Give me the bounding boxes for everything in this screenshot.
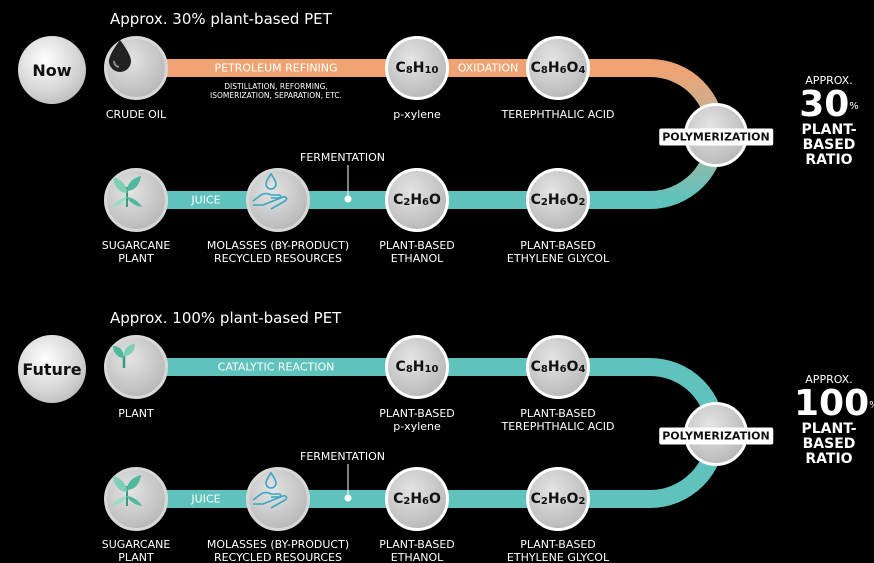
node-caption: PLANT-BASED <box>379 538 455 551</box>
ratio-label: BASED <box>802 436 856 452</box>
node-caption: PLANT-BASED <box>379 407 455 420</box>
sugarcane-caption: PLANT <box>118 252 154 265</box>
node-caption: ETHYLENE GLYCOL <box>506 252 610 265</box>
node-caption: ETHYLENE GLYCOL <box>506 551 610 563</box>
molasses-caption: MOLASSES (BY-PRODUCT) <box>206 239 350 252</box>
ratio-label: RATIO <box>805 451 853 467</box>
source-caption: PLANT <box>118 407 154 420</box>
node-caption: PLANT-BASED <box>379 239 455 252</box>
polymerization-label: POLYMERIZATION <box>659 427 773 445</box>
stage-badge: Future <box>18 335 86 403</box>
node-caption: PLANT-BASED <box>520 538 596 551</box>
sugarcane-caption: SUGARCANE <box>101 239 171 252</box>
molasses-caption: RECYCLED RESOURCES <box>214 252 342 265</box>
fermentation-label: FERMENTATION <box>300 450 385 463</box>
sprout-icon <box>104 168 168 232</box>
hand-drop-icon <box>246 467 310 531</box>
top-band-label: CATALYTIC REACTION <box>217 360 335 374</box>
ratio-label: RATIO <box>805 152 853 168</box>
top-band-sublabel: DISTILLATION, REFORMING, <box>224 82 328 91</box>
sugarcane-caption: PLANT <box>118 551 154 563</box>
node-caption: p-xylene <box>393 108 441 121</box>
oxidation-label: OXIDATION <box>457 61 519 75</box>
ratio-label: BASED <box>802 137 856 153</box>
node-caption: p-xylene <box>393 420 441 433</box>
stage-badge: Now <box>18 36 86 104</box>
molasses-caption: MOLASSES (BY-PRODUCT) <box>206 538 350 551</box>
node-caption: ETHANOL <box>390 252 444 265</box>
sprout-icon <box>104 335 168 399</box>
juice-label: JUICE <box>191 492 221 506</box>
oil-drop-icon <box>104 36 168 100</box>
ratio-approx: APPROX. <box>805 74 853 87</box>
ratio-percent: 30% <box>799 84 859 125</box>
node-caption: PLANT-BASED <box>520 239 596 252</box>
node-caption: TEREPHTHALIC ACID <box>501 108 615 121</box>
ratio-approx: APPROX. <box>805 373 853 386</box>
node-caption: PLANT-BASED <box>520 407 596 420</box>
fermentation-label: FERMENTATION <box>300 151 385 164</box>
ratio-label: PLANT- <box>801 122 857 138</box>
node-caption: TEREPHTHALIC ACID <box>501 420 615 433</box>
hand-drop-icon <box>246 168 310 232</box>
juice-label: JUICE <box>191 193 221 207</box>
section-heading: Approx. 100% plant-based PET <box>110 309 342 327</box>
top-band-sublabel: ISOMERIZATION, SEPARATION, ETC. <box>210 91 342 100</box>
ratio-label: PLANT- <box>801 421 857 437</box>
sugarcane-caption: SUGARCANE <box>101 538 171 551</box>
section-heading: Approx. 30% plant-based PET <box>110 10 332 28</box>
ratio-percent: 100% <box>794 383 874 424</box>
source-caption: CRUDE OIL <box>105 108 167 121</box>
molasses-caption: RECYCLED RESOURCES <box>214 551 342 563</box>
node-caption: ETHANOL <box>390 551 444 563</box>
polymerization-label: POLYMERIZATION <box>659 128 773 146</box>
sprout-icon <box>104 467 168 531</box>
top-band-label: PETROLEUM REFINING <box>214 61 338 75</box>
